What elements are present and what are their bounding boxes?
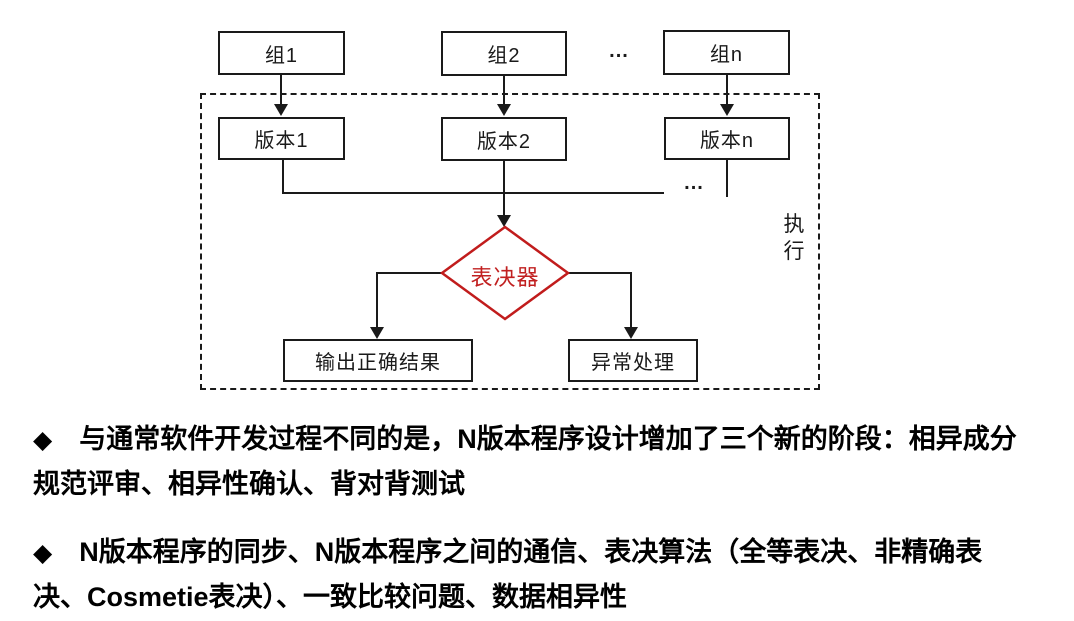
connector-lines [274,75,734,339]
note-text-1: 与通常软件开发过程不同的是，N版本程序设计增加了三个新的阶段：相异成分规范评审、… [33,424,1017,499]
version-n-box: 版本n [664,117,790,160]
group-1-box: 组1 [218,31,345,75]
version-1-box: 版本1 [218,117,345,160]
group-2-box: 组2 [441,31,567,76]
note-paragraph-2: ◆N版本程序的同步、N版本程序之间的通信、表决算法（全等表决、非精确表决、Cos… [33,530,1036,619]
voter-diamond [439,225,571,321]
group-n-box: 组n [663,30,790,75]
groups-ellipsis: ... [609,40,629,62]
nvp-flow-diagram: 组1 组2 ... 组n 版本1 版本2 版本n ... 表决器 执行 输出正确… [200,30,820,390]
diamond-bullet-icon: ◆ [33,539,53,567]
output-correct-result-box: 输出正确结果 [283,339,473,382]
notes-section: ◆与通常软件开发过程不同的是，N版本程序设计增加了三个新的阶段：相异成分规范评审… [0,400,1074,619]
execution-phase-label: 执行 [783,213,805,263]
voter-label: 表决器 [470,265,540,290]
note-text-2: N版本程序的同步、N版本程序之间的通信、表决算法（全等表决、非精确表决、Cosm… [33,537,983,612]
execution-dashed-frame [200,93,820,390]
exception-handling-box: 异常处理 [568,339,698,382]
version-2-box: 版本2 [441,117,567,161]
bus-ellipsis: ... [684,172,704,194]
note-paragraph-1: ◆与通常软件开发过程不同的是，N版本程序设计增加了三个新的阶段：相异成分规范评审… [33,417,1036,506]
arrowheads [274,104,734,339]
diamond-bullet-icon: ◆ [33,426,53,454]
